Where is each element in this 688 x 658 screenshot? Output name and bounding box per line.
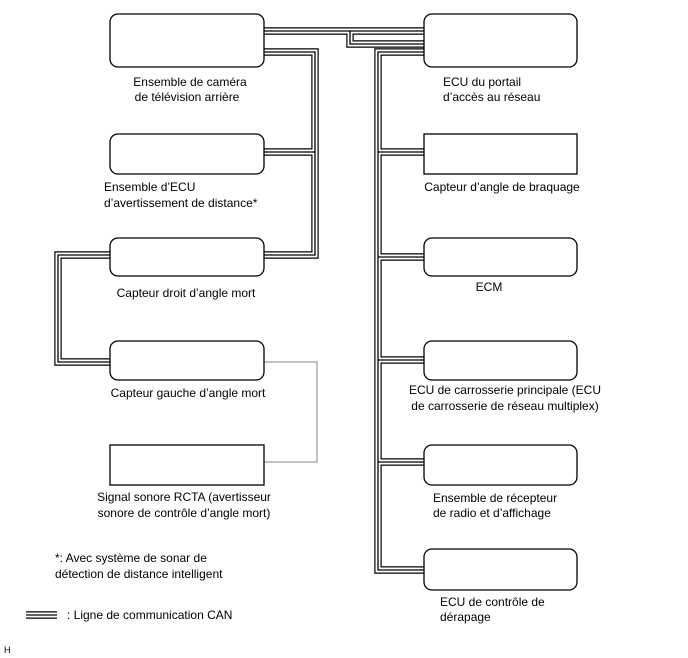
steering-angle-sensor-box — [423, 133, 578, 175]
blind-spot-left-label: Capteur gauche d’angle mort — [111, 386, 266, 400]
network-gateway-ecu-label-line1: ECU du portail — [443, 75, 521, 89]
footnote-line2: détection de distance intelligent — [55, 567, 223, 581]
legend-can-line-label: : Ligne de communication CAN — [67, 608, 232, 622]
skid-control-ecu-label-line1: ECU de contrôle de — [440, 595, 545, 609]
blind-spot-left-box — [109, 340, 265, 381]
main-body-ecu-box — [423, 340, 578, 381]
radio-display-label-line2: de radio et d’affichage — [433, 506, 551, 520]
distance-warning-ecu-label-line1: Ensemble d’ECU — [104, 180, 195, 194]
blind-spot-right-label: Capteur droit d’angle mort — [117, 286, 256, 300]
ecm-label: ECM — [476, 280, 503, 294]
network-gateway-ecu-box — [423, 13, 578, 68]
footnote-line1: *: Avec système de sonar de — [55, 551, 207, 565]
network-gateway-ecu-label-line2: d’accès au réseau — [443, 90, 540, 104]
distance-warning-ecu-label-line2: d’avertissement de distance* — [104, 196, 258, 210]
skid-control-ecu-label-line2: dérapage — [440, 610, 491, 624]
main-body-ecu-label-line2: de carrosserie de réseau multiplex) — [411, 399, 598, 413]
steering-angle-sensor-label: Capteur d’angle de braquage — [424, 180, 580, 194]
rear-camera-label-line1: Ensemble de caméra — [133, 75, 247, 89]
corner-mark: H — [4, 645, 11, 655]
main-body-ecu-label-line1: ECU de carrosserie principale (ECU — [409, 383, 601, 397]
rcta-buzzer-box — [109, 444, 265, 486]
rcta-buzzer-label-line2: sonore de contrôle d’angle mort) — [98, 506, 271, 520]
rcta-signal-wire — [264, 361, 318, 463]
radio-display-box — [423, 444, 578, 486]
ecm-box — [423, 237, 578, 277]
rear-camera-box — [109, 13, 265, 68]
rear-camera-label-line2: de télévision arrière — [135, 90, 240, 104]
skid-control-ecu-box — [423, 548, 578, 591]
radio-display-label-line1: Ensemble de récepteur — [433, 491, 557, 505]
blind-spot-right-box — [109, 237, 265, 277]
distance-warning-ecu-box — [109, 133, 265, 175]
rcta-buzzer-label-line1: Signal sonore RCTA (avertisseur — [97, 490, 271, 504]
